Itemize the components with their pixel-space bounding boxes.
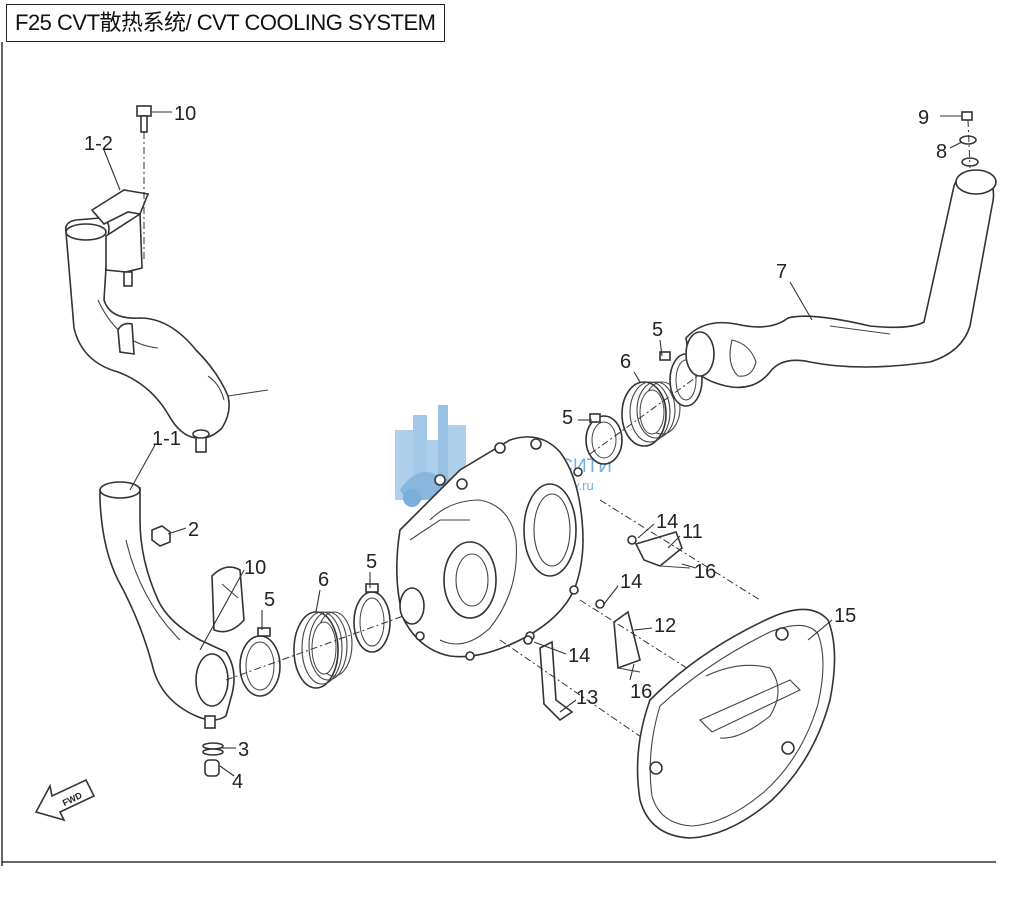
callout-4: 4 <box>232 771 243 793</box>
axis-line-right <box>589 359 721 455</box>
callout-leader-lines <box>103 111 963 777</box>
part-hose-clamp-left-b <box>353 583 391 653</box>
part-screw-9 <box>961 111 973 121</box>
part-cap-4 <box>204 759 220 777</box>
part-upper-cooling-duct <box>64 189 269 453</box>
callout-5-left-b: 5 <box>366 551 377 573</box>
callout-14-a: 14 <box>656 511 678 533</box>
part-bolt-10-upper <box>136 105 152 260</box>
callout-14-c: 14 <box>568 645 590 667</box>
axis-line-left <box>225 609 421 681</box>
axis-line-screw <box>967 119 971 169</box>
callout-15: 15 <box>834 605 856 627</box>
part-cvt-outer-cover <box>636 608 836 839</box>
part-rubber-sleeve-right <box>621 381 681 447</box>
callout-1-1: 1-1 <box>152 428 181 450</box>
part-washer-8 <box>959 135 977 145</box>
diagram-title: F25 CVT散热系统/ CVT COOLING SYSTEM <box>6 4 445 42</box>
fwd-direction-arrow-icon <box>34 778 96 822</box>
part-long-intake-duct <box>685 157 997 389</box>
part-bracket-11 <box>627 531 691 569</box>
callout-9: 9 <box>918 107 929 129</box>
part-bracket-12 <box>595 599 641 673</box>
part-bracket-13 <box>523 635 574 722</box>
part-nut-2 <box>151 525 171 547</box>
callout-5-right-a: 5 <box>562 407 573 429</box>
part-hose-clamp-right-a <box>585 413 623 465</box>
callout-16-a: 16 <box>694 561 716 583</box>
callout-11: 11 <box>682 521 703 543</box>
callout-8: 8 <box>936 141 947 163</box>
callout-6-left: 6 <box>318 569 329 591</box>
callout-1-2: 1-2 <box>84 133 113 155</box>
part-hose-clamp-left-a <box>239 627 281 697</box>
callout-14-b: 14 <box>620 571 642 593</box>
part-cvt-inner-cover <box>396 436 584 661</box>
axis-line-brackets-a <box>599 499 761 601</box>
callout-5-left-a: 5 <box>264 589 275 611</box>
part-lower-cooling-duct <box>99 481 245 729</box>
callout-3: 3 <box>238 739 249 761</box>
part-clamp-3 <box>202 742 224 756</box>
callout-5-right-b: 5 <box>652 319 663 341</box>
callout-7: 7 <box>776 261 787 283</box>
callout-13: 13 <box>576 687 598 709</box>
callout-6-right: 6 <box>620 351 631 373</box>
callout-12: 12 <box>654 615 676 637</box>
callout-10-lower: 10 <box>244 557 266 579</box>
axis-line-brackets-b <box>499 639 661 751</box>
callout-10-upper: 10 <box>174 103 196 125</box>
axis-line-brackets-c <box>579 599 691 671</box>
callout-2: 2 <box>188 519 199 541</box>
callout-16-b: 16 <box>630 681 652 703</box>
part-rubber-sleeve-left <box>293 611 353 689</box>
